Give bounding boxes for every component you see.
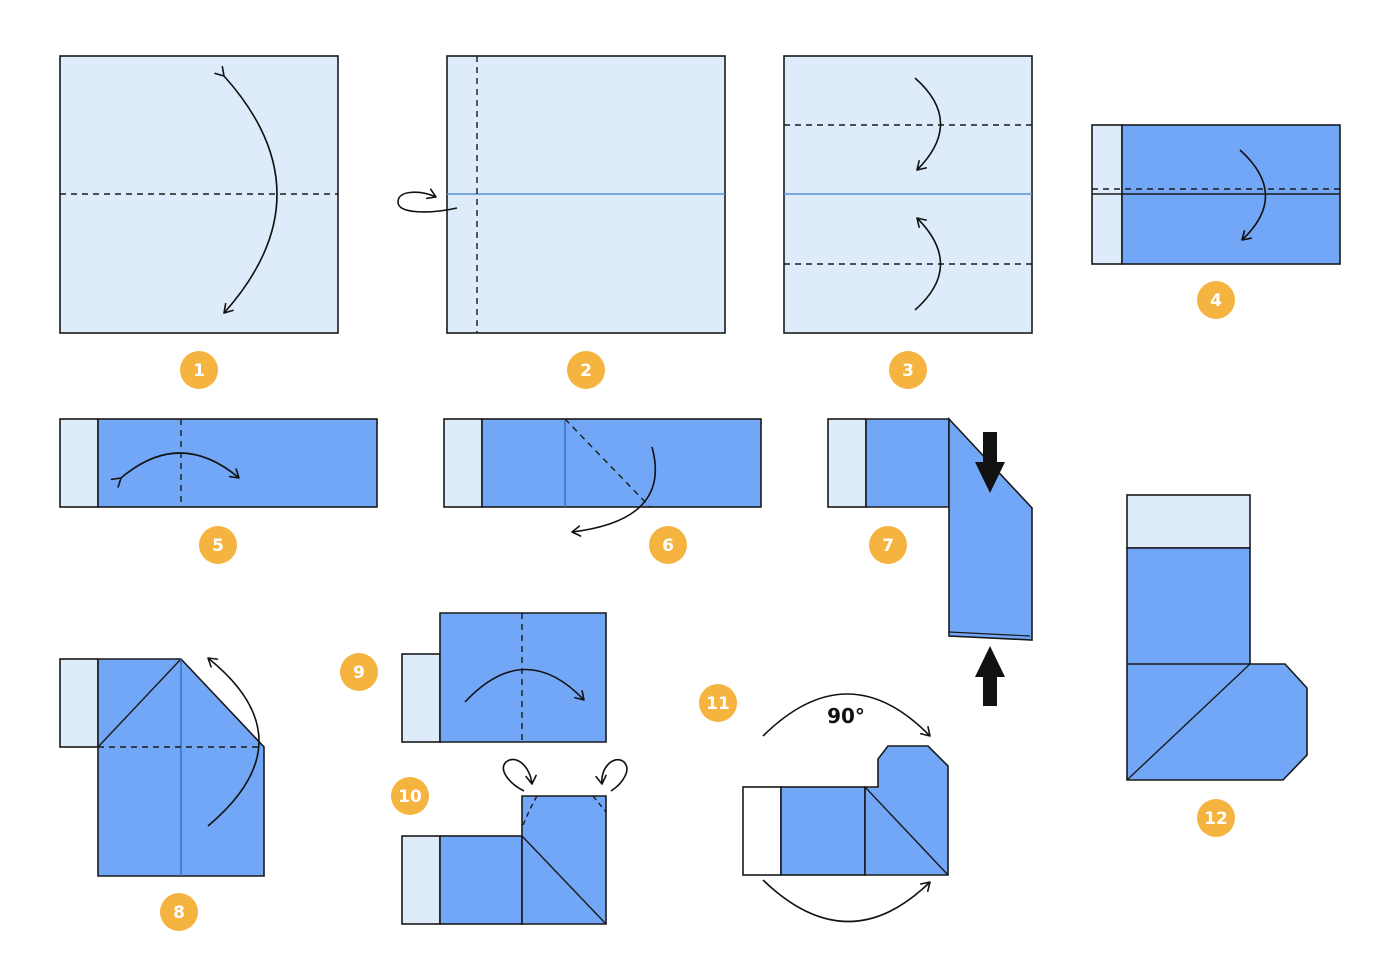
rotate-arrow-top: [762, 693, 931, 737]
fold-arrow: [214, 65, 278, 314]
fold-arrow: [464, 668, 585, 703]
step-2-figure: [397, 55, 726, 334]
step-number: 2: [580, 361, 592, 381]
step-7-figure: [827, 416, 1033, 706]
step-9-figure: [401, 612, 607, 743]
step-number: 10: [398, 787, 422, 807]
fold-arrow: [571, 446, 657, 537]
step-5-figure: [59, 418, 378, 508]
step-badge-11: 11: [699, 684, 737, 722]
step-number: 9: [353, 663, 365, 683]
step-8-figure: [59, 657, 265, 877]
step-number: 3: [902, 361, 914, 381]
step-number: 7: [882, 536, 894, 556]
fold-behind-arrow: [397, 188, 458, 213]
step-12-figure: [1126, 494, 1308, 781]
fold-edge-diagonal: [97, 658, 182, 748]
valley-fold-line-diagonal: [564, 418, 651, 508]
valley-fold-line-right-corner: [592, 795, 607, 813]
fold-unfold-arrow: [110, 452, 240, 488]
step-number: 6: [662, 536, 674, 556]
step-number: 1: [193, 361, 205, 381]
step-6-figure: [443, 418, 762, 537]
step-number: 11: [706, 694, 730, 714]
rotation-angle-label: 90°: [827, 704, 865, 728]
step-10-figure: [401, 758, 628, 925]
step-badge-5: 5: [199, 526, 237, 564]
step-badge-7: 7: [869, 526, 907, 564]
fold-behind-arrow-left: [502, 758, 537, 792]
step-badge-9: 9: [340, 653, 378, 691]
step-number: 4: [1210, 291, 1222, 311]
step-1-figure: [59, 55, 339, 334]
step-number: 8: [173, 903, 185, 923]
step-3-figure: [783, 55, 1033, 334]
fold-edge-diagonal: [864, 786, 949, 876]
step-badge-3: 3: [889, 351, 927, 389]
step-4-figure: [1091, 124, 1341, 265]
fold-arrow: [207, 657, 260, 827]
fold-arrow: [1239, 149, 1267, 241]
step-badge-12: 12: [1197, 799, 1235, 837]
push-arrow-down: [975, 432, 1005, 493]
step-badge-4: 4: [1197, 281, 1235, 319]
fold-edge-diagonal: [521, 835, 607, 925]
fold-behind-arrow-right: [595, 759, 628, 792]
rotate-arrow-bottom: [762, 879, 931, 923]
fold-arrow-up: [914, 217, 942, 311]
step-number: 12: [1204, 809, 1228, 829]
step-badge-1: 1: [180, 351, 218, 389]
step-badge-2: 2: [567, 351, 605, 389]
fold-arrow-down: [914, 77, 942, 171]
valley-fold-line-left-corner: [521, 795, 538, 829]
step-number: 5: [212, 536, 224, 556]
step-badge-8: 8: [160, 893, 198, 931]
step-badge-10: 10: [391, 777, 429, 815]
fold-edge-diagonal: [1126, 663, 1251, 781]
fold-edge: [948, 631, 1031, 637]
step-11-figure: 90°: [742, 693, 949, 923]
push-arrow-up: [975, 646, 1005, 706]
step-badge-6: 6: [649, 526, 687, 564]
